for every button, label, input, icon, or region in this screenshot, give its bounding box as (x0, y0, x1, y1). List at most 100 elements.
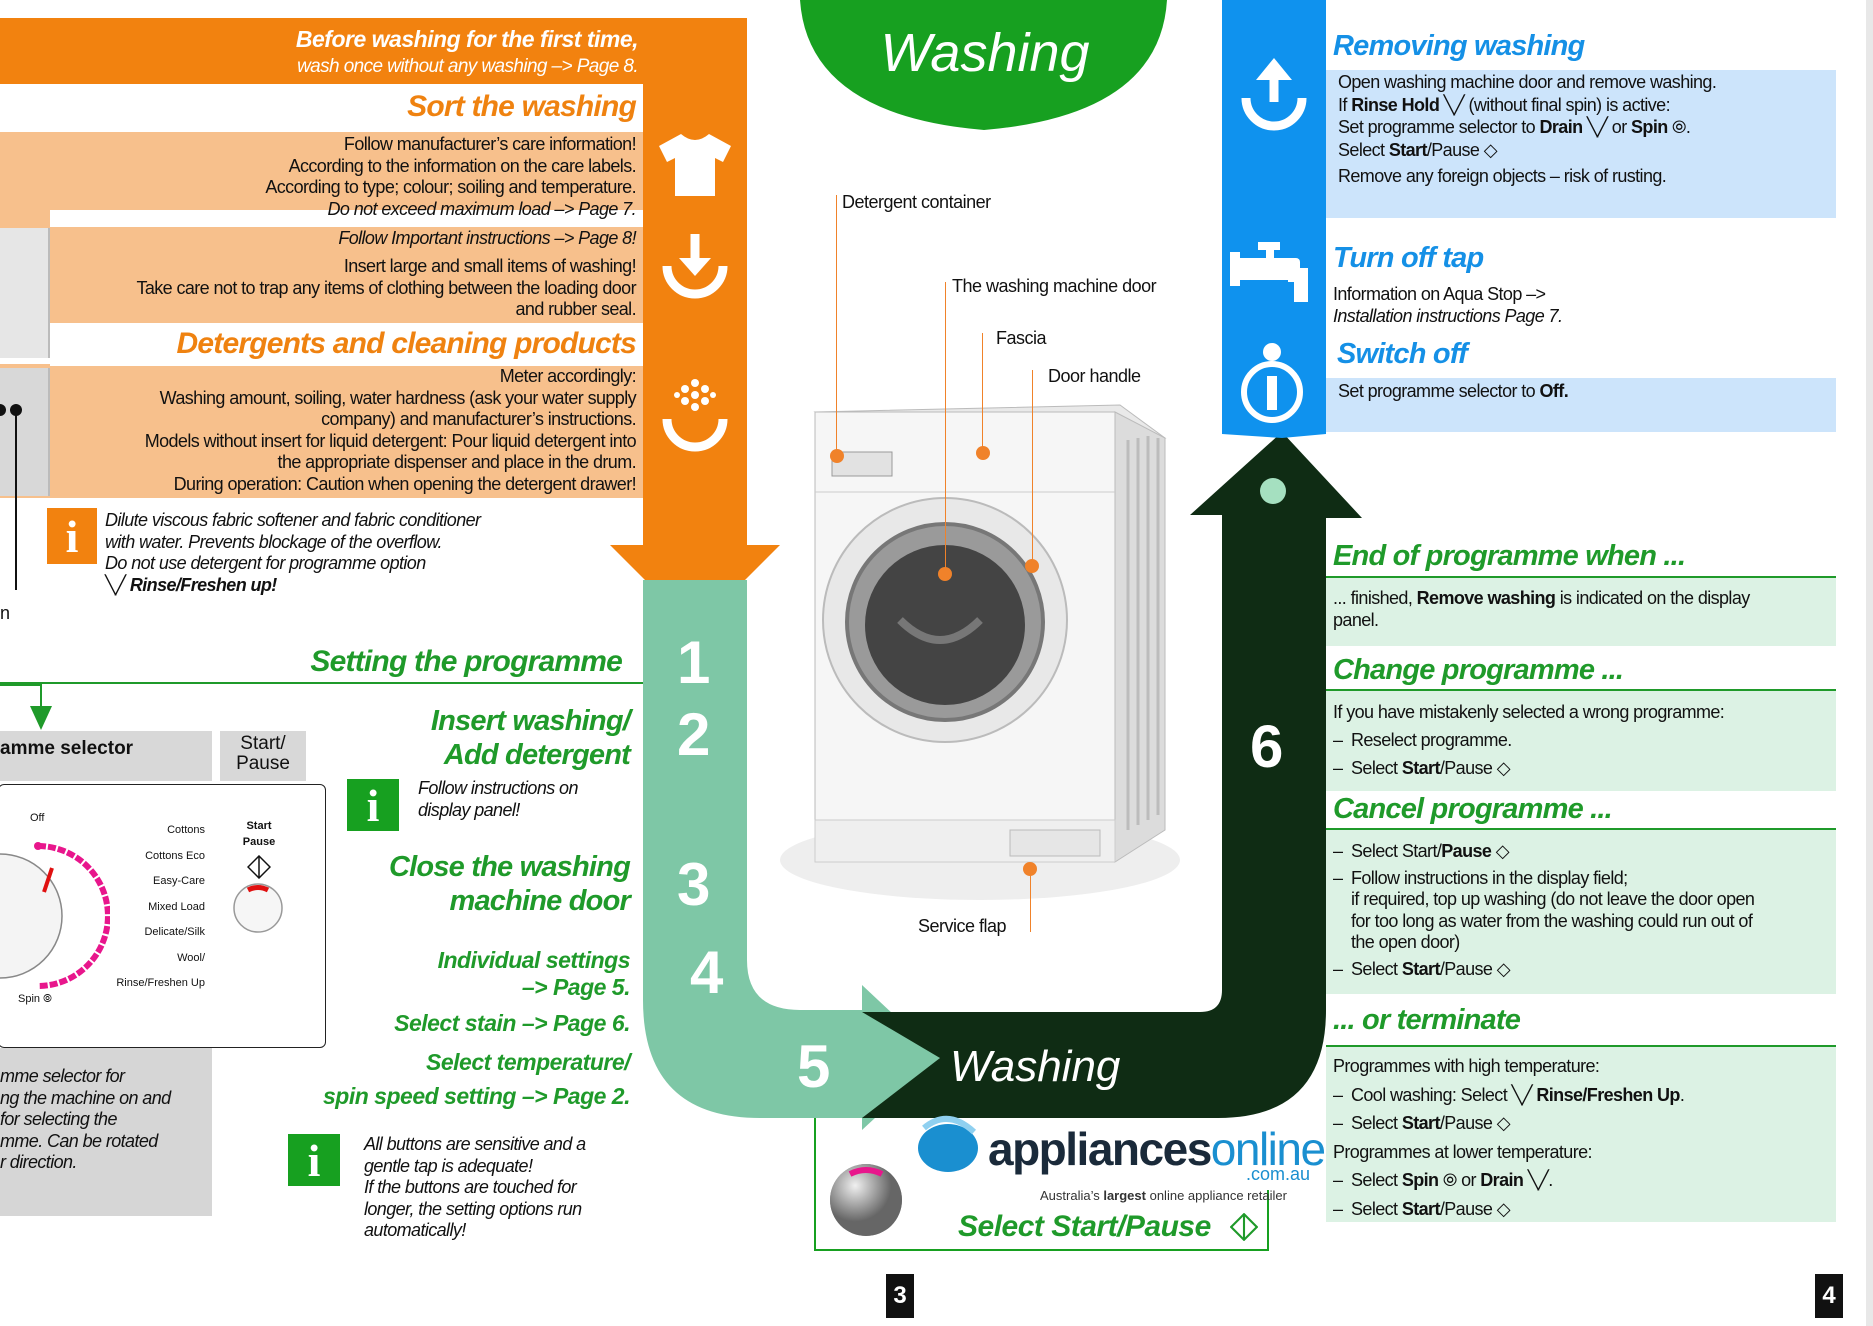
callout-line (15, 410, 17, 590)
start-pause-icon: ◇ (1483, 139, 1498, 160)
select-stain: Select stain –> Page 6. (394, 1010, 630, 1036)
programme-cottons[interactable]: Cottons (167, 824, 205, 836)
detergent-line: company) and manufacturer’s instructions… (321, 409, 637, 429)
programme-rinse[interactable]: Rinse/Freshen Up (116, 977, 205, 989)
start-pause-icon (1230, 1213, 1258, 1241)
start-pause-icon: ◇ (1496, 1198, 1511, 1219)
programme-dial[interactable] (0, 806, 110, 1006)
callout-line (982, 333, 983, 453)
info-line: gentle tap is adequate! (364, 1155, 533, 1176)
spin-icon: ⦾ (1672, 117, 1686, 137)
cancel-line: the open door) (1351, 932, 1460, 952)
cancel-line: –Select Start/Pause ◇ (1333, 958, 1511, 979)
programme-delicate-silk[interactable]: Delicate/Silk (144, 926, 205, 938)
terminate-line: –Cool washing: Select ╲╱ Rinse/Freshen U… (1333, 1084, 1685, 1105)
washing-machine-image (780, 404, 1180, 900)
remove-up-icon (1241, 58, 1307, 131)
drain-icon: ╲╱ (1586, 117, 1608, 137)
programme-easy-care[interactable]: Easy-Care (153, 875, 205, 887)
info-line: ╲╱ Rinse/Freshen up! (105, 574, 277, 595)
close-door-title: Close the washing machine door (389, 851, 631, 917)
end-line: panel. (1333, 609, 1379, 630)
page-number-3: 3 (886, 1274, 914, 1318)
removing-line: If Rinse Hold ╲╱ (without final spin) is… (1338, 94, 1671, 115)
step-number-2: 2 (677, 701, 711, 768)
programme-cottons-eco[interactable]: Cottons Eco (145, 849, 205, 862)
info-note-text: Dilute viscous fabric softener and fabri… (105, 510, 481, 596)
removing-line: Open washing machine door and remove was… (1338, 72, 1717, 92)
cancel-line: –Follow instructions in the display fiel… (1333, 867, 1628, 888)
detergents-text: Meter accordingly: Washing amount, soili… (144, 366, 637, 495)
programme-selector-header (0, 731, 212, 781)
terminate-line: –Select Spin ⦾ or Drain ╲╱. (1333, 1170, 1553, 1190)
change-programme-box (1326, 689, 1836, 791)
sort-line: According to the information on the care… (288, 155, 637, 176)
first-wash-sub: wash once without any washing –> Page 8. (297, 56, 639, 77)
start-pause-header (220, 731, 306, 781)
note-line: mme selector for (0, 1066, 125, 1086)
step-number-6: 6 (1250, 713, 1284, 780)
spin-icon: ⦾ (1442, 1170, 1457, 1190)
change-line: If you have mistakenly selected a wrong … (1333, 702, 1725, 722)
buttons-sensitive-text: All buttons are sensitive and a gentle t… (364, 1134, 586, 1242)
info-display-text: Follow instructions on display panel! (418, 778, 578, 821)
callout-dot (938, 567, 952, 581)
callout-line (1030, 868, 1031, 932)
washer-door-image (0, 228, 50, 358)
info-line: longer, the setting options run (364, 1198, 582, 1219)
start-pause-icon: ◇ (1495, 841, 1510, 861)
down-arrow-icon (30, 706, 52, 730)
change-line: –Reselect programme. (1333, 730, 1512, 750)
detergent-line: Models without insert for liquid deterge… (144, 430, 637, 451)
callout-dot (0, 404, 6, 416)
change-programme-text: If you have mistakenly selected a wrong … (1333, 698, 1725, 782)
section-rule (0, 682, 643, 684)
cancel-line: for too long as water from the washing c… (1351, 910, 1753, 931)
sort-washing-title: Sort the washing (407, 90, 637, 123)
removing-line: Set programme selector to Drain ╲╱ or Sp… (1338, 117, 1691, 137)
info-line: Follow instructions on (418, 778, 578, 798)
start-pause-button[interactable] (232, 882, 284, 934)
end-programme-box (1326, 576, 1836, 646)
detergent-icon (662, 379, 728, 452)
insert-washing-title: Insert washing/ Add detergent (430, 705, 631, 771)
start-pause-icon (247, 855, 271, 879)
shirt-icon (659, 134, 731, 196)
service-flap-label: Service flap (918, 916, 1007, 936)
callout-line (1032, 370, 1033, 566)
programme-mixed-load[interactable]: Mixed Load (148, 900, 205, 913)
info-line: If the buttons are touched for (364, 1177, 577, 1197)
sort-line: According to type; colour; soiling and t… (265, 177, 636, 197)
callout-dot (976, 446, 990, 460)
end-programme-text: ... finished, Remove washing is indicate… (1333, 588, 1750, 631)
terminate-title: ... or terminate (1333, 1004, 1521, 1036)
callout-line (945, 282, 946, 572)
callout-dot (1023, 862, 1037, 876)
step-number-4: 4 (690, 939, 724, 1006)
info-line: with water. Prevents blockage of the ove… (105, 531, 443, 552)
turn-off-tap-text: Information on Aqua Stop –> Installation… (1333, 284, 1563, 327)
step-number-5: 5 (797, 1033, 831, 1100)
switch-off-box (1326, 378, 1836, 432)
tap-line: Information on Aqua Stop –> (1333, 284, 1546, 304)
callout-line (836, 195, 837, 457)
removing-washing-text: Open washing machine door and remove was… (1338, 71, 1717, 188)
removing-line: Select Start/Pause ◇ (1338, 139, 1498, 160)
door-handle-label: Door handle (1048, 366, 1141, 386)
programme-wool[interactable]: Wool/ (177, 951, 205, 964)
info-line: automatically! (364, 1220, 466, 1240)
appliances-online-logo-icon (918, 1116, 978, 1172)
rinse-icon: ╲╱ (1511, 1084, 1537, 1105)
dial-knob-image (830, 1164, 902, 1236)
cancel-programme-text: –Select Start/Pause ◇ –Follow instructio… (1333, 841, 1755, 980)
terminate-text: Programmes with high temperature: –Cool … (1333, 1052, 1685, 1223)
step-number-1: 1 (677, 629, 711, 696)
sort-line: Do not exceed maximum load –> Page 7. (327, 198, 637, 219)
load-down-icon (662, 234, 728, 299)
right-edge-bar (1866, 0, 1873, 1326)
step-number-3: 3 (677, 851, 711, 918)
load-line: Insert large and small items of washing! (343, 256, 637, 276)
rinse-symbol-icon: ╲╱ (105, 574, 130, 595)
removing-line: Remove any foreign objects – risk of rus… (1338, 166, 1667, 186)
